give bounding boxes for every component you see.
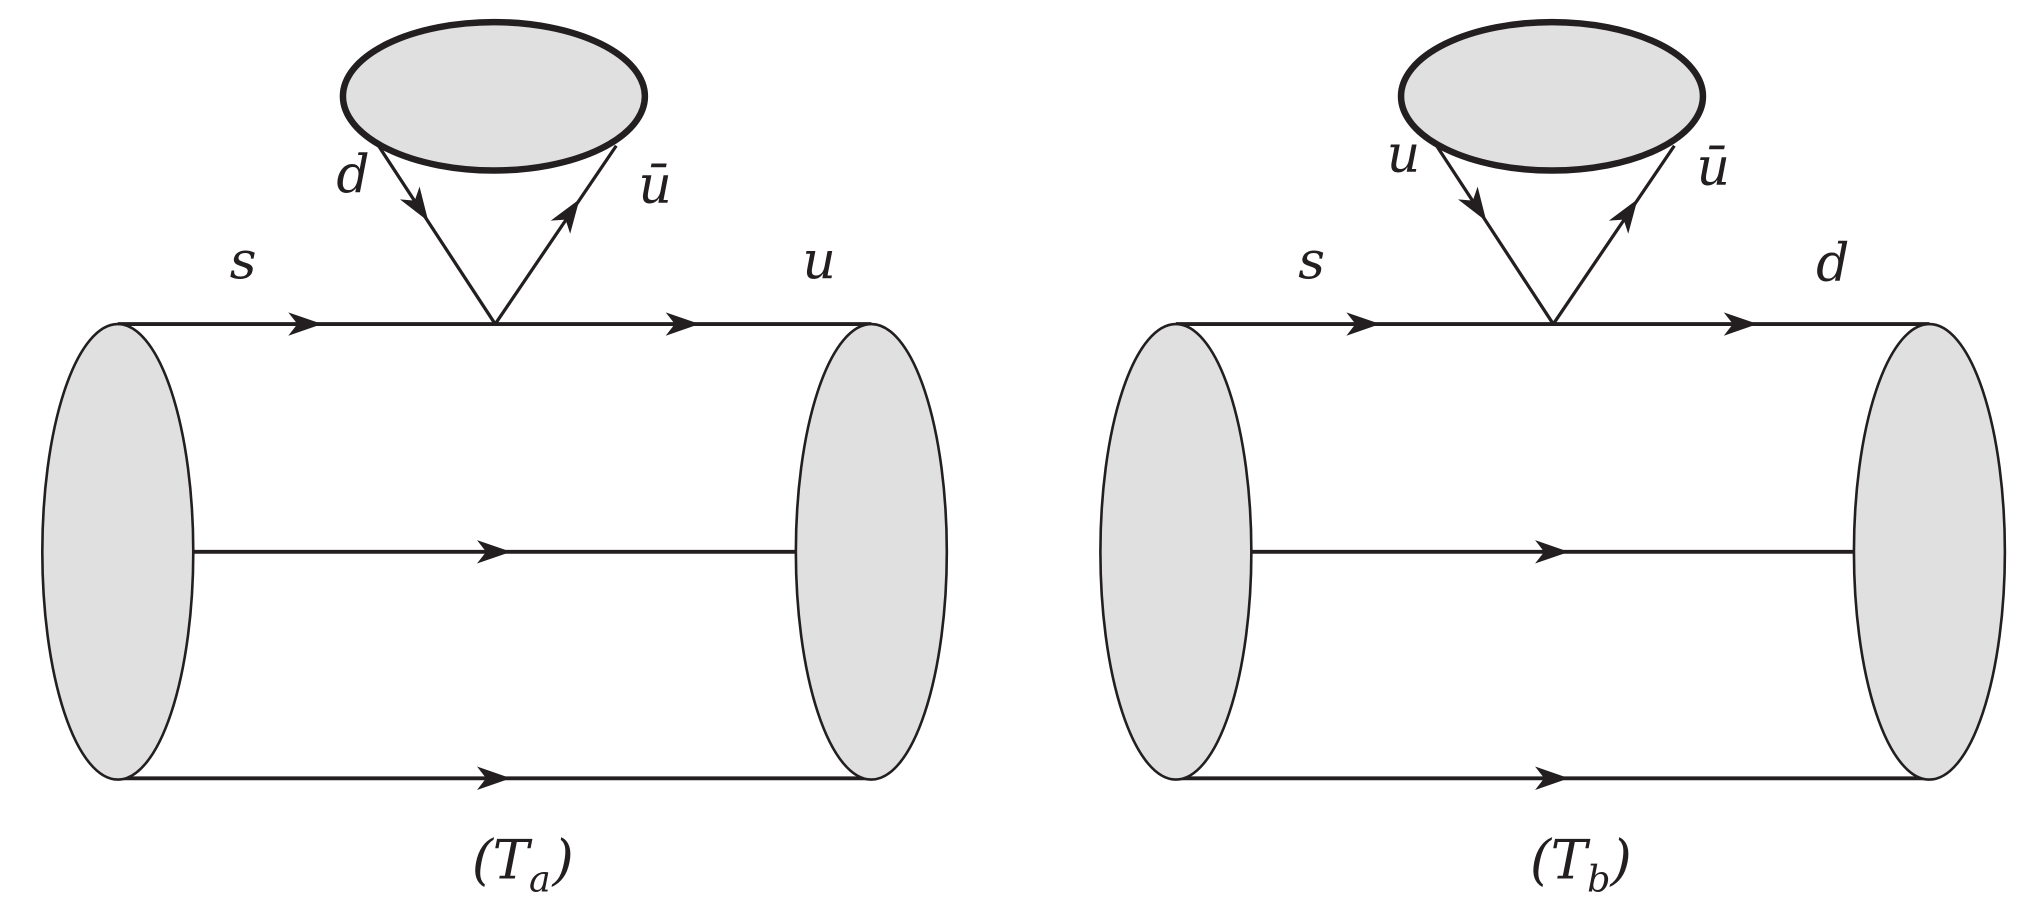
arrow-icon xyxy=(1458,186,1497,228)
arrow-icon xyxy=(1608,192,1648,234)
loop-right-line xyxy=(493,144,618,325)
diagram-tb-graphics xyxy=(1099,18,2007,790)
emitted-meson-ellipse xyxy=(1397,18,1707,174)
loop-right-line xyxy=(1551,144,1676,325)
diagram-tb: u ū s d ( T b ) xyxy=(1099,18,2007,898)
label-outgoing-quark: u xyxy=(802,232,836,292)
final-hadron-ellipse xyxy=(1852,322,2007,781)
loop-left-line xyxy=(375,142,497,325)
initial-hadron-ellipse xyxy=(41,322,195,781)
label-loop-left: d xyxy=(336,146,369,206)
caption-close: ) xyxy=(551,827,573,891)
caption-main: T xyxy=(493,827,533,891)
caption-tb: ( T b ) xyxy=(1530,827,1632,898)
emitted-meson-ellipse xyxy=(339,18,649,174)
caption-open: ( xyxy=(472,827,495,891)
label-incoming-quark: s xyxy=(1298,232,1325,292)
final-hadron-ellipse xyxy=(794,322,949,781)
caption-open: ( xyxy=(1530,827,1553,891)
label-outgoing-quark: d xyxy=(1816,234,1849,294)
label-loop-right: ū xyxy=(638,156,672,216)
caption-close: ) xyxy=(1610,827,1632,891)
caption-sub: b xyxy=(1587,857,1610,898)
caption-sub: a xyxy=(529,857,551,898)
label-loop-right: ū xyxy=(1696,138,1730,198)
diagram-ta: d ū s u ( T a ) xyxy=(41,18,949,898)
loop-left-line xyxy=(1433,142,1555,325)
caption-main: T xyxy=(1551,827,1591,891)
initial-hadron-ellipse xyxy=(1099,322,1253,781)
diagram-ta-graphics xyxy=(41,18,949,790)
caption-ta: ( T a ) xyxy=(472,827,574,898)
arrow-icon xyxy=(550,192,590,234)
arrow-icon xyxy=(399,186,439,228)
label-loop-left: u xyxy=(1387,125,1421,185)
label-incoming-quark: s xyxy=(230,232,257,292)
